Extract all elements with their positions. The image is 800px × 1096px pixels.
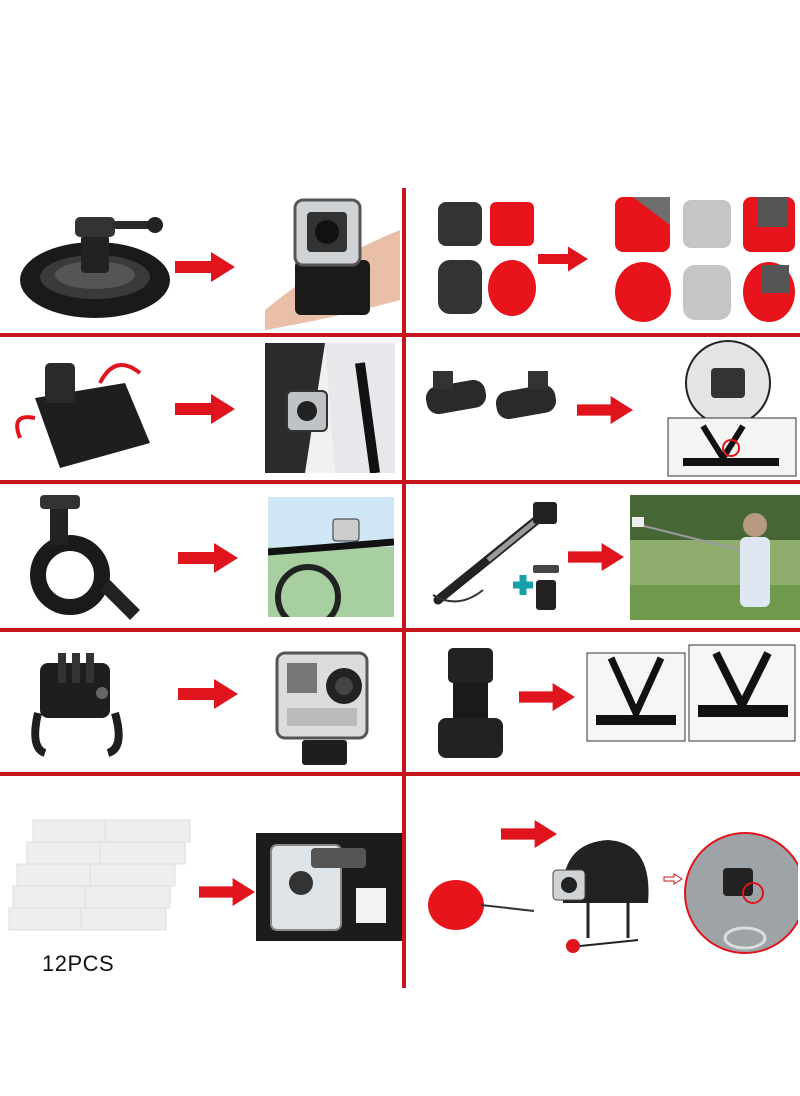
panel-wrist-strap bbox=[0, 190, 400, 330]
housing-with-insert-photo bbox=[256, 833, 402, 941]
panel-quick-release-buckle bbox=[0, 633, 400, 770]
chest-harness-photo bbox=[667, 340, 797, 477]
anti-fog-inserts-icon bbox=[8, 819, 191, 931]
wrist-strap-mount-icon bbox=[20, 217, 170, 318]
red-adhesive-disc-icon bbox=[428, 880, 535, 930]
divider-row-2 bbox=[0, 480, 800, 484]
tripod-adapter-icon bbox=[513, 565, 559, 610]
telescopic-pole-icon bbox=[432, 502, 557, 605]
camera-on-bike-photo bbox=[268, 497, 394, 617]
j-hook-icon bbox=[438, 648, 503, 758]
hero4-camera-photo bbox=[275, 651, 369, 765]
car-hood-mount-photo bbox=[684, 832, 798, 954]
camera-on-wrist-photo bbox=[265, 198, 400, 330]
arrow-icon bbox=[175, 394, 235, 424]
arrow-icon bbox=[518, 683, 576, 711]
red-adhesive-pads-icon bbox=[488, 202, 536, 316]
arrow-icon bbox=[198, 878, 256, 906]
flat-curved-mounts-icon bbox=[438, 202, 482, 314]
divider-row-1 bbox=[0, 333, 800, 337]
camera-on-backpack-photo bbox=[265, 343, 395, 473]
arrow-icon bbox=[178, 679, 238, 709]
panel-selfie-stick bbox=[408, 485, 800, 625]
panel-adhesive-mounts bbox=[408, 190, 800, 330]
handlebar-mount-icon bbox=[30, 495, 140, 620]
panel-j-hook-mount bbox=[408, 633, 800, 770]
person-with-selfie-stick-photo bbox=[630, 495, 800, 620]
panel-backpack-clip bbox=[0, 338, 400, 478]
arrow-icon bbox=[538, 245, 588, 273]
arrow-icon bbox=[175, 252, 235, 282]
divider-row-3 bbox=[0, 628, 800, 632]
arrow-icon bbox=[178, 543, 238, 573]
arrow-icon bbox=[576, 396, 634, 424]
panel-extension-arms bbox=[408, 338, 800, 478]
chest-harness-photos bbox=[586, 644, 796, 742]
arrow-icon bbox=[568, 543, 624, 571]
helmet-with-camera-photo bbox=[552, 840, 649, 953]
divider-row-4 bbox=[0, 772, 800, 776]
panel-helmet-tether bbox=[408, 778, 800, 983]
divider-column bbox=[402, 188, 406, 988]
small-arrow-outline-icon bbox=[663, 873, 683, 885]
rotary-backpack-clip-icon bbox=[15, 363, 150, 468]
mount-sticking-steps-icon bbox=[615, 197, 795, 322]
quantity-label: 12PCS bbox=[42, 951, 115, 976]
buckle-icon bbox=[31, 653, 123, 757]
extension-arm-icon bbox=[425, 371, 557, 420]
panel-anti-fog-inserts: 12PCS bbox=[0, 778, 402, 983]
panel-handlebar-mount bbox=[0, 485, 400, 625]
